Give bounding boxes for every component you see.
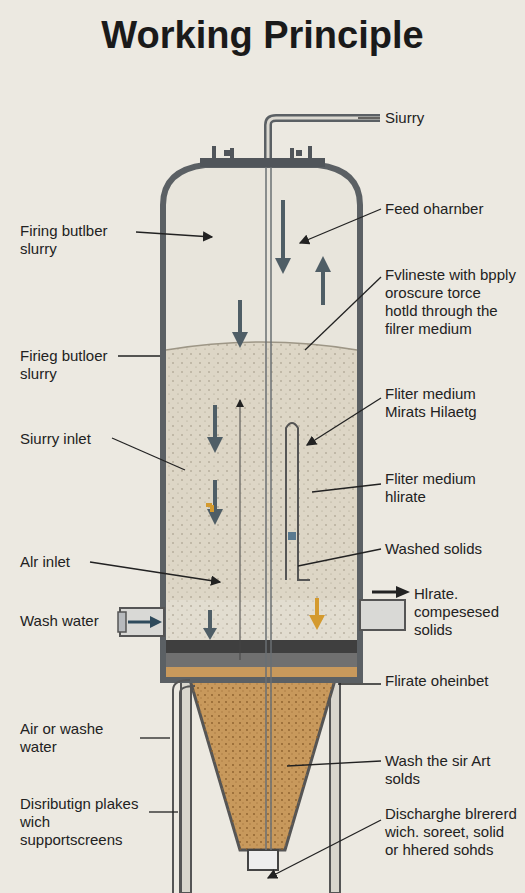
diagram-title: Working Principle <box>0 14 525 57</box>
callout-label: Flirate oheinbet <box>385 672 517 690</box>
callout-label: Wash water <box>20 612 116 630</box>
callout-label: Feed oharnber <box>385 200 517 218</box>
callout-label: Siurry <box>385 109 505 127</box>
callout-label: Fliter medium Mirats Hilaetg <box>385 385 517 421</box>
callout-label: Fliter medium hlirate <box>385 470 517 506</box>
callout-label: Siurry inlet <box>20 430 120 448</box>
callout-label: Firing butlber slurry <box>20 222 132 258</box>
callout-label: Hlrate. compesesed solids <box>414 585 520 639</box>
callout-label: Fvlineste with bpply oroscure torce hotl… <box>385 266 517 338</box>
callout-label: Washed solids <box>385 540 517 558</box>
callout-label: Disributign plakes wich supportscreens <box>20 795 147 849</box>
callout-label: Alr inlet <box>20 553 90 571</box>
callout-label: Air or washe water <box>20 720 138 756</box>
callout-label: Wash the sir Art solds <box>385 752 517 788</box>
callout-label: Firieg butloer slurry <box>20 347 116 383</box>
callout-label: Discharghe blrererd wich. soreet, solid … <box>385 805 517 859</box>
